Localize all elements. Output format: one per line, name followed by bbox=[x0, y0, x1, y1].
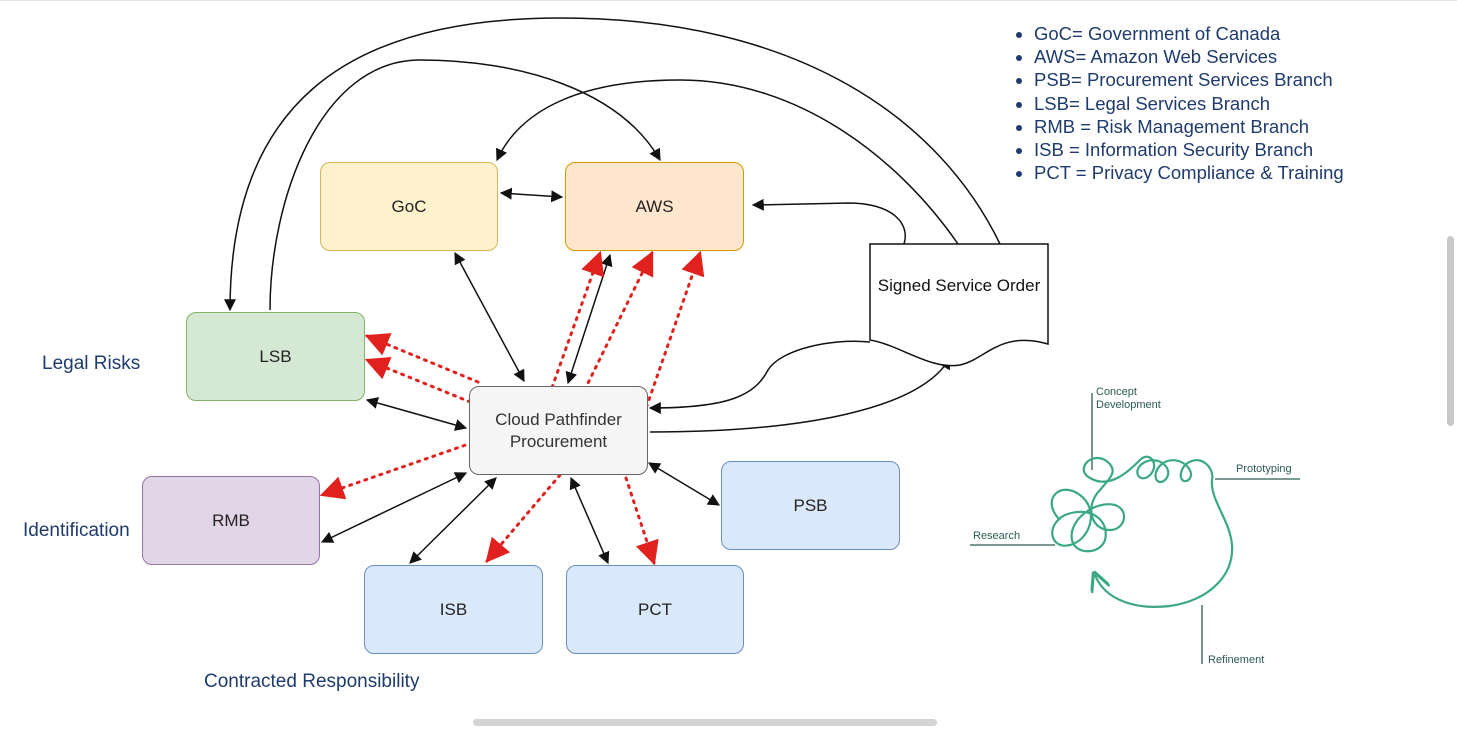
connector-rmb-cloud bbox=[320, 472, 468, 543]
node-isb: ISB bbox=[364, 565, 543, 654]
design-squiggle bbox=[1050, 455, 1234, 608]
node-lsb: LSB bbox=[186, 312, 365, 401]
node-goc: GoC bbox=[320, 162, 498, 251]
connector-aws-cloud bbox=[565, 253, 613, 385]
risk-arrow-to-aws-left bbox=[542, 250, 605, 412]
legend-item: GoC= Government of Canada bbox=[1034, 22, 1344, 45]
signed-service-order-shape bbox=[869, 243, 1049, 367]
abbreviation-legend: GoC= Government of Canada AWS= Amazon We… bbox=[1012, 22, 1344, 184]
legend-item: PCT = Privacy Compliance & Training bbox=[1034, 161, 1344, 184]
risk-arrow-to-isb bbox=[485, 473, 562, 563]
research-label: Research bbox=[973, 530, 1021, 542]
refinement-label: Refinement bbox=[1208, 654, 1265, 666]
risk-arrow-to-pct bbox=[624, 476, 659, 566]
connector-goc-aws bbox=[499, 187, 564, 203]
connector-psb-cloud bbox=[647, 462, 721, 506]
connector-pct-cloud bbox=[569, 476, 610, 565]
node-pct: PCT bbox=[566, 565, 744, 654]
connector-lsb-cloud bbox=[365, 397, 468, 431]
identification-label: Identification bbox=[23, 520, 130, 541]
risk-arrow-to-rmb bbox=[319, 438, 482, 500]
contracted-responsibility-label: Contracted Responsibility bbox=[204, 671, 420, 692]
legend-item: ISB = Information Security Branch bbox=[1034, 138, 1344, 161]
connector-order-to-goc bbox=[496, 79, 959, 245]
connector-cloud-to-order bbox=[649, 356, 951, 433]
risk-arrow-to-lsb-lower bbox=[364, 357, 487, 410]
legend-item: PSB= Procurement Services Branch bbox=[1034, 68, 1344, 91]
connector-goc-cloud bbox=[454, 251, 525, 383]
legal-risks-label: Legal Risks bbox=[42, 353, 141, 374]
vertical-scrollbar[interactable] bbox=[1447, 236, 1454, 426]
signed-service-order-label: Signed Service Order bbox=[877, 276, 1041, 295]
node-cloud-pathfinder-procurement: Cloud Pathfinder Procurement bbox=[469, 386, 648, 475]
legend-item: LSB= Legal Services Branch bbox=[1034, 92, 1344, 115]
connector-lsb-to-aws bbox=[269, 59, 661, 311]
design-process-sketch bbox=[970, 393, 1300, 664]
node-aws: AWS bbox=[565, 162, 744, 251]
prototyping-label: Prototyping bbox=[1236, 463, 1292, 475]
top-border bbox=[0, 0, 1457, 1]
legend-item: AWS= Amazon Web Services bbox=[1034, 45, 1344, 68]
connector-order-to-aws bbox=[751, 198, 906, 245]
horizontal-scrollbar[interactable] bbox=[473, 719, 937, 726]
risk-arrow-to-lsb-upper bbox=[364, 333, 480, 384]
risk-arrow-to-aws-right bbox=[626, 250, 705, 462]
concept-development-label: Concept Development bbox=[1096, 386, 1161, 411]
legend-item: RMB = Risk Management Branch bbox=[1034, 115, 1344, 138]
connector-isb-cloud bbox=[409, 477, 497, 564]
connector-order-to-cloud bbox=[648, 340, 871, 414]
connector-order-to-lsb-outer bbox=[224, 17, 1001, 312]
node-psb: PSB bbox=[721, 461, 900, 550]
node-rmb: RMB bbox=[142, 476, 320, 565]
